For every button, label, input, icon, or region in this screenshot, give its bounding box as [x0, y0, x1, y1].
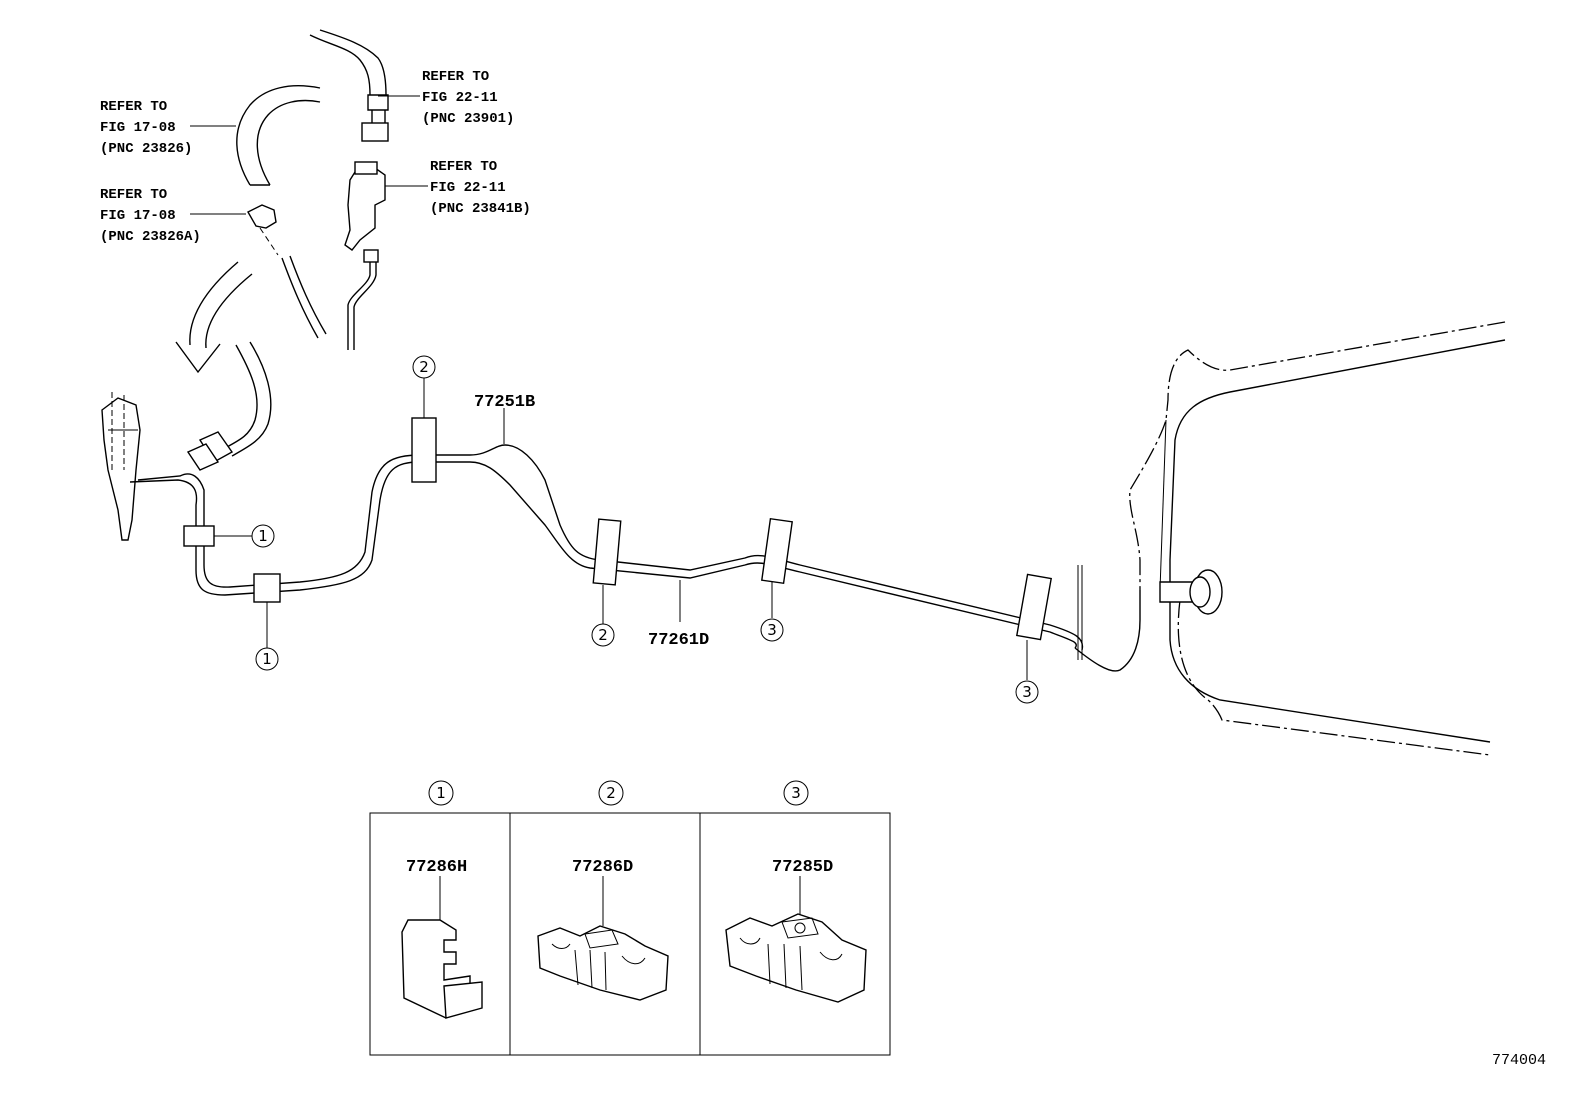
legend-index: 1	[436, 784, 446, 802]
reference-line: FIG 22-11	[430, 180, 506, 196]
callout-number: 2	[419, 358, 429, 376]
tube-clamps	[183, 417, 1053, 641]
reference-line: REFER TO	[422, 69, 489, 85]
clamp-77286D-drawing	[537, 925, 669, 1001]
legend-part-number[interactable]: 77286H	[406, 858, 467, 877]
callout-circle-1a[interactable]: 1	[251, 524, 275, 548]
callout-number: 1	[258, 527, 268, 545]
callout-circle-2a[interactable]: 2	[412, 355, 436, 379]
clamp-77285D-drawing	[725, 913, 867, 1003]
callout-circle-3b[interactable]: 3	[1015, 680, 1039, 704]
reference-label-23901: REFER TO FIG 22-11 (PNC 23901)	[378, 69, 514, 127]
reference-line: REFER TO	[100, 99, 167, 115]
upper-hose-assembly	[175, 29, 389, 471]
reference-line: REFER TO	[100, 187, 167, 203]
reference-line: (PNC 23901)	[422, 111, 514, 127]
part-number-upper-tube[interactable]: 77251B	[474, 393, 535, 412]
reference-line: FIG 17-08	[100, 208, 176, 224]
fuel-tube-pair	[129, 444, 1141, 672]
reference-label-23826A: REFER TO FIG 17-08 (PNC 23826A)	[100, 187, 246, 245]
callout-number: 2	[598, 626, 608, 644]
legend-header-1: 1	[428, 780, 454, 806]
callout-number: 3	[767, 621, 777, 639]
reference-label-23826: REFER TO FIG 17-08 (PNC 23826)	[100, 99, 236, 157]
legend-index: 3	[791, 784, 801, 802]
legend-part-number[interactable]: 77285D	[772, 858, 833, 877]
callout-circle-1b[interactable]: 1	[255, 647, 279, 671]
reference-line: FIG 22-11	[422, 90, 498, 106]
callout-circle-2b[interactable]: 2	[591, 623, 615, 647]
reference-line: (PNC 23826)	[100, 141, 192, 157]
reference-line: REFER TO	[430, 159, 497, 175]
legend-header-2: 2	[598, 780, 624, 806]
reference-line: FIG 17-08	[100, 120, 176, 136]
legend-part-number[interactable]: 77286D	[572, 858, 633, 877]
clamp-legend-table: 1 2 3 77286H 77286D 77285D	[369, 780, 891, 1056]
callout-number: 3	[1022, 683, 1032, 701]
clamp-77286H-drawing	[401, 919, 483, 1019]
fuel-tank-outline	[1129, 321, 1506, 756]
callout-number: 1	[262, 650, 272, 668]
legend-header-3: 3	[783, 780, 809, 806]
reference-line: (PNC 23826A)	[100, 229, 201, 245]
reference-line: (PNC 23841B)	[430, 201, 531, 217]
engine-fitting	[101, 392, 141, 541]
callout-leaders	[214, 378, 1028, 680]
figure-id: 774004	[1492, 1052, 1546, 1069]
reference-label-23841B: REFER TO FIG 22-11 (PNC 23841B)	[385, 159, 531, 217]
callout-circle-3a[interactable]: 3	[760, 618, 784, 642]
part-number-lower-tube[interactable]: 77261D	[648, 631, 709, 650]
legend-index: 2	[606, 784, 616, 802]
